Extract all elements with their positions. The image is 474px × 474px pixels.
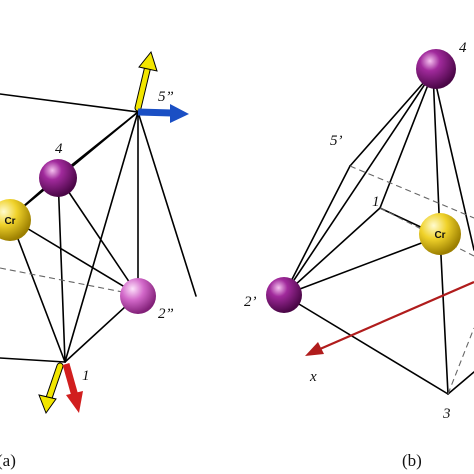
atom-5-prime-label: 5’ [330,133,343,149]
arrow-red [62,363,83,413]
atom-5-double-prime-label: 5” [158,89,174,105]
x-axis-label: x [309,369,317,385]
panel-b: Cr 4 5’ 1 2’ 3 x (b) [244,40,474,470]
atom-2-prime [266,277,302,313]
atom-4-b [416,49,456,89]
atom-4 [39,159,77,197]
atom-2-prime-label: 2’ [244,294,257,310]
atom-3-label: 3 [442,406,451,422]
arrow-yellow-top [134,50,158,112]
atom-cr-b [419,213,461,255]
arrow-blue [137,104,189,123]
panel-a: Cr 4 5” 2” 1 (a) [0,50,197,470]
atom-4-label-b: 4 [459,40,467,56]
atom-4-label: 4 [55,141,63,157]
cr-label-b: Cr [434,230,445,241]
atom-cr [0,199,31,241]
atom-2-double-prime [120,278,156,314]
panel-b-label: (b) [402,451,422,470]
cr-label: Cr [4,216,15,227]
arrow-yellow-bottom [38,362,64,415]
x-axis-arrow [305,280,474,356]
atom-1-label: 1 [82,368,90,384]
atom-1-label-b: 1 [372,194,380,210]
atom-2-double-prime-label: 2” [158,306,174,322]
panel-a-label: (a) [0,451,16,470]
